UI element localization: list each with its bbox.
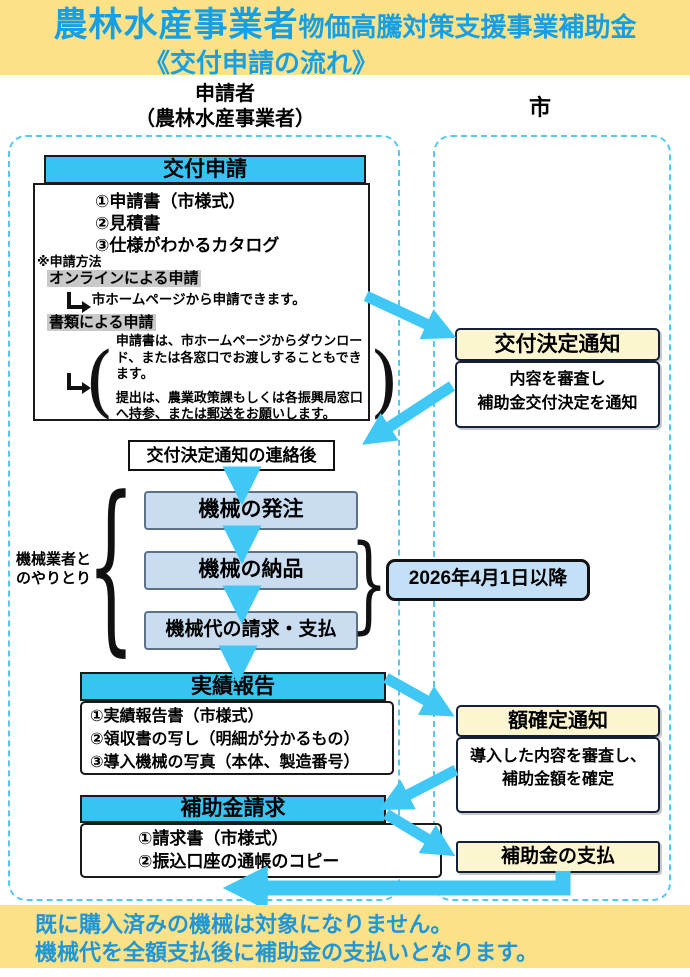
close-paren: ) (369, 336, 399, 427)
list-item: ②領収書の写し（明細が分かるもの） (90, 731, 360, 748)
city-lane (433, 135, 671, 901)
page-subtitle: 《交付申請の流れ》 (143, 48, 378, 78)
footer-band (0, 905, 690, 968)
online-method-note: 市ホームページから申請できます。 (67, 288, 306, 314)
amount-decision-body: 導入した内容を審査し、 補助金額を確定 (456, 737, 660, 813)
grant-application-items: ①申請書（市様式） ②見積書 ③仕様がわかるカタログ (95, 191, 368, 257)
grant-decision-line1: 内容を審査し (509, 371, 606, 388)
amount-decision-header: 額確定通知 (456, 705, 660, 737)
amount-decision-line1: 導入した内容を審査し、 (469, 748, 646, 765)
paper-method-note: ( 申請書は、市ホームページからダウンロード、または各窓口でお渡しすることもでき… (67, 333, 399, 430)
amount-decision-line2: 補助金額を確定 (501, 771, 614, 788)
paper-method-label: 書類による申請 (47, 314, 156, 331)
l-arrow-icon (67, 291, 91, 314)
open-paren: ( (85, 336, 114, 427)
machine-step-payment: 機械代の請求・支払 (144, 611, 358, 650)
footer-line2: 機械代を全額支払後に補助金の支払いとなります。 (35, 940, 539, 965)
after-notice-box: 交付決定通知の連絡後 (128, 440, 335, 471)
online-note-text: 市ホームページから申請できます。 (91, 292, 306, 307)
column-label-city: 市 (528, 95, 551, 120)
method-label: ※申請方法 (37, 254, 102, 269)
subsidy-claim-body: ①請求書（市様式） ②振込口座の通帳のコピー (80, 823, 442, 878)
page-title: 農林水産事業者物価高騰対策支援事業補助金 (0, 6, 690, 51)
grant-decision-body: 内容を審査し 補助金交付決定を通知 (455, 361, 660, 428)
column-label-applicant: 申請者 （農林水産事業者） (95, 82, 355, 132)
performance-report-body: ①実績報告書（市様式） ②領収書の写し（明細が分かるもの） ③導入機械の写真（本… (80, 701, 394, 775)
grant-application-header: 交付申請 (44, 155, 366, 184)
footer-line1: 既に購入済みの機械は対象になりません。 (35, 912, 453, 937)
page-title-sub: 物価高騰対策支援事業補助金 (298, 12, 637, 42)
paper-note-text: 申請書は、市ホームページからダウンロード、または各窓口でお渡しすることもできます… (116, 333, 368, 430)
header-band (0, 0, 690, 75)
list-item: ①請求書（市様式） (138, 829, 289, 848)
grant-decision-line2: 補助金交付決定を通知 (477, 395, 638, 412)
list-item: ③仕様がわかるカタログ (95, 236, 280, 255)
left-brace: { (86, 458, 136, 674)
subsidy-payment-box: 補助金の支払 (456, 841, 660, 873)
machine-step-delivery: 機械の納品 (144, 551, 358, 590)
paper-note-paragraph: 提出は、農業政策課もしくは各振興局窓口へ持参、または郵送をお願いします。 (115, 389, 363, 422)
l-arrow-icon (67, 372, 91, 395)
applicant-lane (8, 135, 400, 901)
grant-application-body: ①申請書（市様式） ②見積書 ③仕様がわかるカタログ ※申請方法 オンラインによ… (33, 183, 399, 423)
list-item: ③導入機械の写真（本体、製造番号） (90, 754, 360, 771)
grant-decision-header: 交付決定通知 (455, 328, 660, 361)
dealer-interaction-label: 機械業者と のやりとり (16, 550, 112, 588)
paper-note-paragraph: 申請書は、市ホームページからダウンロード、または各窓口でお渡しすることもできます… (115, 333, 363, 381)
list-item: ②振込口座の通帳のコピー (138, 852, 340, 871)
machine-step-order: 機械の発注 (144, 491, 358, 530)
page-title-main: 農林水産事業者 (53, 6, 299, 44)
right-brace: } (350, 520, 388, 644)
list-item: ①申請書（市様式） (95, 192, 246, 211)
dealer-label-line2: のやりとり (16, 570, 92, 587)
dealer-label-line1: 機械業者と (16, 551, 92, 568)
footer-note: 既に購入済みの機械は対象になりません。 機械代を全額支払後に補助金の支払いとなり… (35, 911, 538, 967)
list-item: ②見積書 (95, 214, 161, 233)
applicant-label-line2: （農林水産事業者） (135, 108, 315, 130)
applicant-label-line1: 申請者 (195, 83, 255, 105)
list-item: ①実績報告書（市様式） (90, 708, 264, 725)
online-method-label: オンラインによる申請 (47, 270, 201, 287)
subsidy-claim-header: 補助金請求 (80, 795, 386, 823)
performance-report-header: 実績報告 (80, 672, 386, 701)
date-note-box: 2026年4月1日以降 (386, 559, 590, 601)
